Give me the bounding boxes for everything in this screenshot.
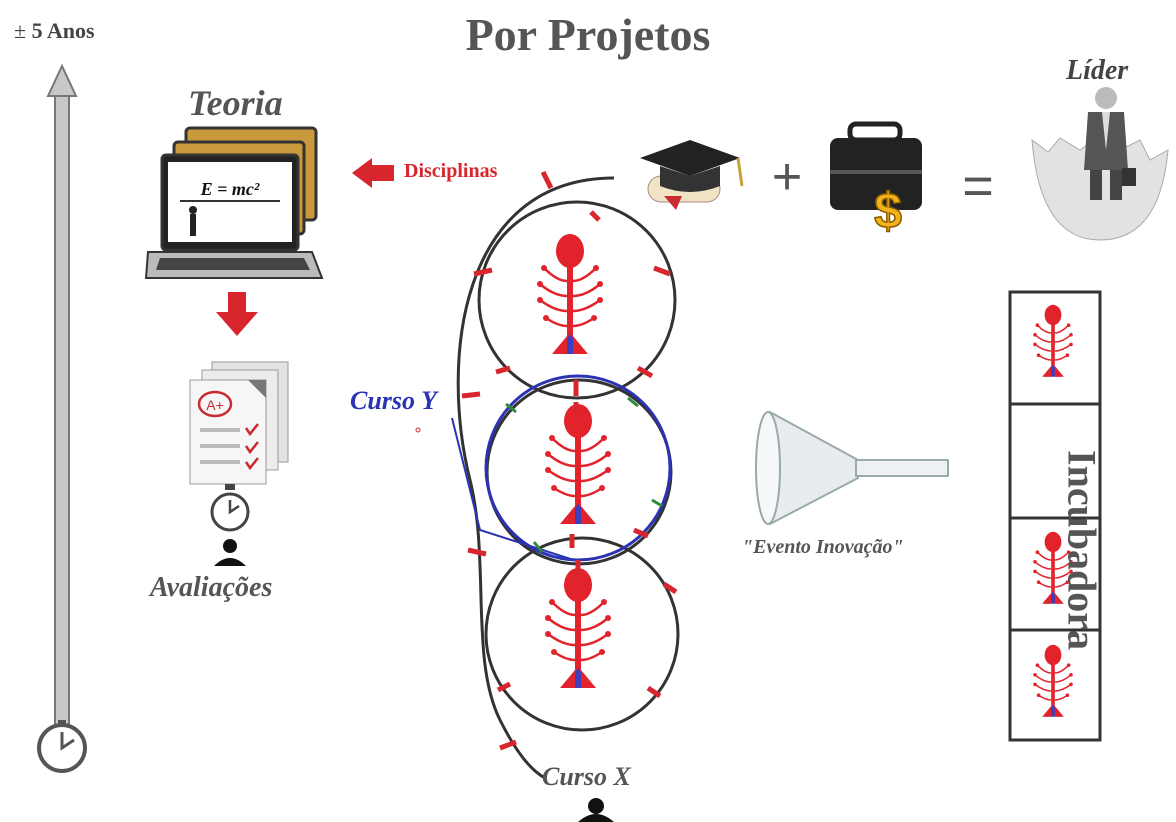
page-title: Por Projetos: [465, 9, 711, 60]
timeline-label: ± 5 Anos: [14, 18, 95, 44]
svg-text:E = mc²: E = mc²: [200, 179, 260, 199]
project-tree-icon: [543, 566, 613, 690]
briefcase-icon: $: [830, 121, 922, 240]
timeline: [37, 63, 87, 773]
arrow-left-icon: [352, 158, 394, 188]
leader-egg-icon: [1031, 87, 1169, 241]
years-text: 5 Anos: [31, 18, 95, 43]
curso-x-label: Curso X: [542, 762, 631, 791]
plus-sign: +: [772, 148, 802, 206]
lider-label: Líder: [1066, 55, 1129, 86]
person-icon: [214, 539, 246, 566]
incubadora-label: Incubadora: [1059, 450, 1106, 650]
incubator-grid: [1008, 290, 1102, 742]
curso-x-path: [456, 176, 615, 780]
svg-text:A+: A+: [206, 397, 224, 413]
disciplinas-label: Disciplinas: [404, 160, 498, 182]
graduation-cap-icon: [640, 140, 744, 210]
exam-papers-icon: A+: [189, 361, 289, 485]
project-tree-icon: [535, 232, 605, 356]
project-tree-icon: [543, 402, 613, 526]
svg-text:$: $: [874, 183, 902, 239]
clock-icon: [210, 484, 250, 532]
project-circles: [415, 170, 680, 780]
funnel-icon: [755, 410, 949, 526]
arrow-down-icon: [216, 292, 258, 336]
evento-inovacao-label: "Evento Inovação": [742, 536, 904, 558]
person-icon: [578, 798, 614, 822]
teoria-label: Teoria: [188, 83, 283, 123]
curso-y-label: Curso Y: [350, 386, 437, 415]
laptop-stack-icon: E = mc²: [144, 126, 324, 279]
equals-sign: =: [962, 156, 994, 216]
avaliacoes-label: Avaliações: [150, 572, 273, 603]
plus-minus-icon: ±: [14, 18, 27, 43]
